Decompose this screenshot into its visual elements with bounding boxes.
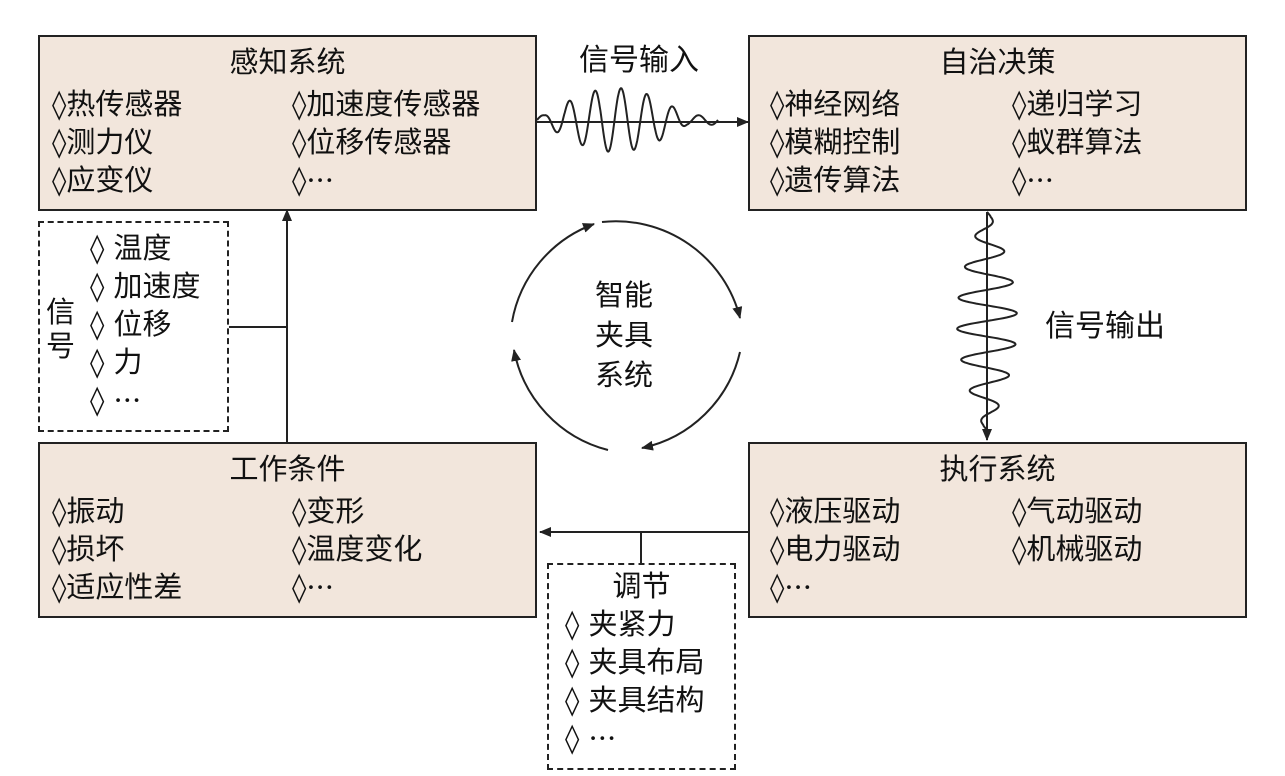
decision-item: ◊递归学习 xyxy=(1012,87,1143,121)
adjust-item: ◊ 夹紧力 xyxy=(565,607,676,641)
signal-output-wave xyxy=(956,211,1018,431)
work-item: ◊振动 xyxy=(52,494,125,528)
perception-item: ◊测力仪 xyxy=(52,125,154,159)
work-item: ◊··· xyxy=(292,570,334,604)
signal-item: ◊ ··· xyxy=(90,383,142,417)
perception-system-box: 感知系统 ◊热传感器 ◊加速度传感器 ◊测力仪 ◊位移传感器 ◊应变仪 ◊··· xyxy=(38,35,537,211)
center-label-line-3: 系统 xyxy=(595,358,654,392)
cycle-arrow-bottom-left xyxy=(511,349,609,451)
signal-input-wave xyxy=(536,87,719,153)
signal-input-label: 信号输入 xyxy=(579,43,699,78)
signal-box-label-1: 信 xyxy=(46,295,76,329)
perception-item: ◊加速度传感器 xyxy=(292,87,481,121)
work-item: ◊损坏 xyxy=(52,532,125,566)
work-item: ◊变形 xyxy=(292,494,365,528)
perception-item: ◊应变仪 xyxy=(52,163,154,197)
work-item: ◊适应性差 xyxy=(52,570,183,604)
perception-item: ◊··· xyxy=(292,163,334,197)
adjust-item: ◊ 夹具布局 xyxy=(565,645,705,679)
signal-item: ◊ 加速度 xyxy=(90,269,201,303)
execution-item: ◊气动驱动 xyxy=(1012,494,1143,528)
perception-item: ◊热传感器 xyxy=(52,87,183,121)
decision-item: ◊遗传算法 xyxy=(770,163,901,197)
cycle-arrow-top-left xyxy=(511,223,595,323)
center-label-line-1: 智能 xyxy=(595,278,654,312)
signal-item: ◊ 位移 xyxy=(90,307,172,341)
execution-item: ◊机械驱动 xyxy=(1012,532,1143,566)
work-conditions-title: 工作条件 xyxy=(229,452,346,486)
execution-system-box: 执行系统 ◊液压驱动 ◊气动驱动 ◊电力驱动 ◊机械驱动 ◊··· xyxy=(748,442,1247,618)
execution-item: ◊··· xyxy=(770,570,812,604)
adjust-box-title: 调节 xyxy=(612,569,671,603)
decision-title: 自治决策 xyxy=(939,45,1056,79)
signal-box-label-2: 号 xyxy=(46,329,76,363)
adjust-item: ◊ ··· xyxy=(565,721,617,755)
decision-item: ◊模糊控制 xyxy=(770,125,901,159)
signal-box: 信 号 ◊ 温度 ◊ 加速度 ◊ 位移 ◊ 力 ◊ ··· xyxy=(38,221,229,432)
decision-item: ◊蚁群算法 xyxy=(1012,125,1143,159)
decision-item: ◊··· xyxy=(1012,163,1054,197)
signal-item: ◊ 温度 xyxy=(90,231,172,265)
perception-item: ◊位移传感器 xyxy=(292,125,452,159)
perception-system-title: 感知系统 xyxy=(229,45,346,79)
decision-item: ◊神经网络 xyxy=(770,87,901,121)
adjust-box: 调节 ◊ 夹紧力 ◊ 夹具布局 ◊ 夹具结构 ◊ ··· xyxy=(547,563,736,770)
adjust-item: ◊ 夹具结构 xyxy=(565,683,705,717)
cycle-arrow-bottom-right xyxy=(641,351,741,451)
work-item: ◊温度变化 xyxy=(292,532,423,566)
cycle-arrow-top-right xyxy=(601,220,743,319)
execution-system-title: 执行系统 xyxy=(939,452,1056,486)
execution-item: ◊电力驱动 xyxy=(770,532,901,566)
signal-output-label: 信号输出 xyxy=(1045,309,1165,344)
decision-box: 自治决策 ◊神经网络 ◊递归学习 ◊模糊控制 ◊蚁群算法 ◊遗传算法 ◊··· xyxy=(748,35,1247,211)
signal-item: ◊ 力 xyxy=(90,345,143,379)
work-conditions-box: 工作条件 ◊振动 ◊变形 ◊损坏 ◊温度变化 ◊适应性差 ◊··· xyxy=(38,442,537,618)
execution-item: ◊液压驱动 xyxy=(770,494,901,528)
center-label-line-2: 夹具 xyxy=(595,318,654,352)
